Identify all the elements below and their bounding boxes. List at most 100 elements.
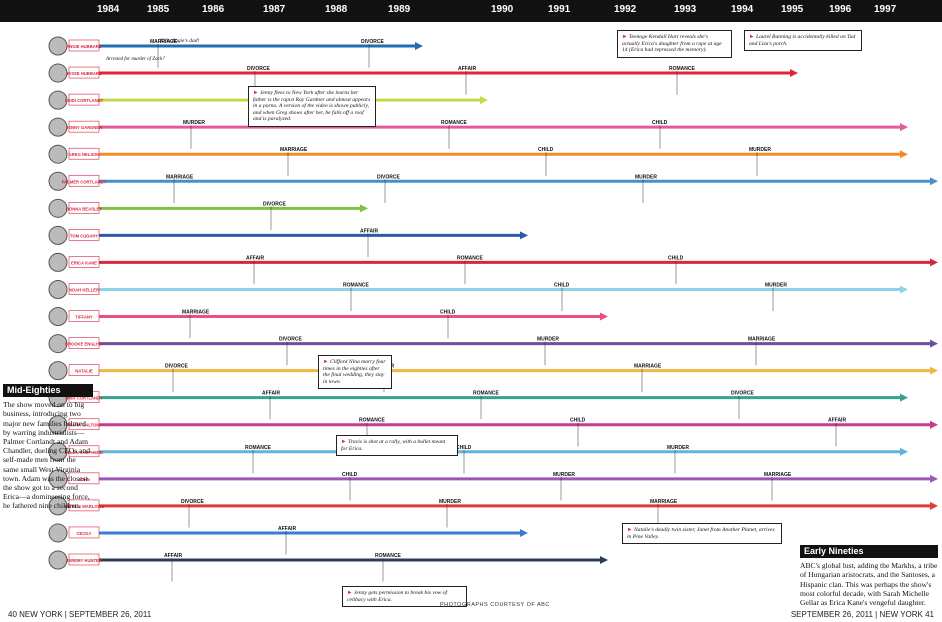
note-travis: ► Travis is shot at a rally, with a bull…	[336, 435, 458, 457]
character-name: ANGIE HUBBARD	[66, 44, 102, 49]
character-name: ELLEN SHEPHERD	[65, 450, 103, 455]
event-label: ROMANCE	[375, 553, 401, 559]
note-natalie-twin: ► Natalie's deadly twin sister, Janet fr…	[622, 523, 782, 545]
name-tag	[68, 174, 100, 187]
event-label: CHILD	[342, 472, 358, 478]
name-tag	[68, 337, 100, 349]
character-name: NOAH KELLER	[69, 287, 99, 292]
event-label: AFFAIR	[360, 228, 378, 234]
annotation-kills: Kills Angie's dad!	[159, 38, 199, 44]
character-name: NINA CORTLANDT	[65, 396, 103, 401]
character-name: PALMER CORTLANDT	[62, 179, 107, 184]
character-name: ERICA KANE	[71, 260, 97, 265]
character-name: JENNY GARDNER	[66, 125, 102, 130]
year-1988: 1988	[325, 4, 348, 15]
portrait-icon	[48, 144, 68, 164]
event-label: MURDER	[765, 282, 787, 288]
event-label: DIVORCE	[263, 201, 286, 207]
event-label: DIVORCE	[361, 39, 384, 45]
arrowhead-icon	[520, 231, 528, 240]
note-celibacy: ► Jenny gets permission to break his vow…	[342, 586, 467, 608]
sidebar-text: The show moved on to big business, intro…	[3, 400, 91, 511]
character-name: NATALIE	[75, 369, 93, 374]
character-name: TOM CUDAHY	[70, 233, 99, 238]
arrowhead-icon	[415, 42, 423, 50]
year-1991: 1991	[548, 4, 571, 15]
name-tag	[68, 499, 100, 512]
name-tag	[68, 472, 100, 485]
name-tag	[68, 93, 100, 106]
portrait-icon	[48, 63, 68, 83]
note-laurel: ► Laurel Banning is accidentally killed …	[744, 30, 862, 52]
arrowhead-icon	[900, 393, 908, 402]
event-label: DIVORCE	[181, 499, 204, 505]
year-1993: 1993	[674, 4, 697, 15]
name-tag	[68, 147, 100, 160]
sidebar-text: ABC's global lust, adding the Markhs, a …	[800, 561, 938, 608]
sidebar-early-nineties: Early Nineties ABC's global lust, adding…	[800, 545, 938, 607]
name-tag	[68, 310, 100, 322]
portrait-icon	[48, 198, 68, 218]
name-tag	[68, 202, 100, 214]
arrowhead-icon	[790, 69, 798, 78]
character-name: JEREMY HUNTER	[66, 558, 102, 563]
event-label: DIVORCE	[279, 337, 302, 343]
name-tag	[68, 418, 100, 431]
event-label: AFFAIR	[278, 526, 296, 532]
portrait-icon	[48, 415, 68, 435]
event-label: AFFAIR	[246, 255, 264, 261]
year-header: 1984 1985 1986 1987 1988 1989 1990 1991 …	[0, 0, 942, 22]
event-label: CHILD	[538, 147, 554, 153]
event-label: MARRIAGE	[634, 364, 662, 370]
portrait-icon	[48, 279, 68, 299]
portrait-icon	[48, 442, 68, 462]
character-name: HEIDI CORTLANDT	[65, 98, 104, 103]
event-label: DIVORCE	[165, 364, 188, 370]
arrowhead-icon	[930, 366, 938, 375]
event-label: AFFAIR	[164, 553, 182, 559]
year-1994: 1994	[731, 4, 754, 15]
year-1995: 1995	[781, 4, 804, 15]
footer-left: 40 NEW YORK | SEPTEMBER 26, 2011	[8, 610, 152, 619]
portrait-icon	[48, 252, 68, 272]
event-label: MARRIAGE	[150, 39, 178, 45]
portrait-icon	[48, 496, 68, 516]
name-tag	[68, 445, 100, 458]
year-1989: 1989	[388, 4, 411, 15]
event-label: MURDER	[667, 445, 689, 451]
event-label: AFFAIR	[828, 418, 846, 424]
character-name: DONNA BEASLEY	[66, 206, 102, 211]
annotation-arrested: Arrested for murder of Zach?	[105, 57, 165, 62]
note-clifford-nina: ► Clifford Nina marry four times in the …	[318, 355, 392, 390]
event-label: CHILD	[440, 310, 456, 316]
event-label: DIVORCE	[377, 174, 400, 180]
name-tag	[68, 120, 100, 133]
portrait-icon	[48, 36, 68, 56]
note-jenny: ► Jenny flees to New York after she lear…	[248, 86, 376, 127]
event-label: ROMANCE	[441, 120, 467, 126]
event-label: ROMANCE	[473, 391, 499, 397]
name-tag	[68, 364, 100, 376]
year-1996: 1996	[829, 4, 852, 15]
sidebar-title: Early Nineties	[800, 545, 938, 559]
name-tag	[68, 283, 100, 295]
event-label: MARRIAGE	[764, 472, 792, 478]
arrowhead-icon	[900, 123, 908, 132]
event-label: MARRIAGE	[166, 174, 194, 180]
arrowhead-icon	[930, 501, 938, 510]
portrait-icon	[48, 361, 68, 381]
event-label: CHILD	[456, 445, 472, 451]
character-name: JESSE HUBBARD	[66, 71, 102, 76]
event-label: ROMANCE	[457, 255, 483, 261]
sidebar-title: Mid-Eighties	[3, 384, 93, 398]
event-label: ROMANCE	[669, 66, 695, 72]
portrait-icon	[48, 469, 68, 489]
portrait-icon	[48, 117, 68, 137]
event-label: CHILD	[554, 282, 570, 288]
event-label: DIVORCE	[247, 66, 270, 72]
character-name: CECILY	[77, 531, 92, 536]
event-label: MURDER	[553, 472, 575, 478]
portrait-icon	[48, 225, 68, 245]
name-tag	[68, 553, 100, 566]
arrowhead-icon	[480, 96, 488, 105]
